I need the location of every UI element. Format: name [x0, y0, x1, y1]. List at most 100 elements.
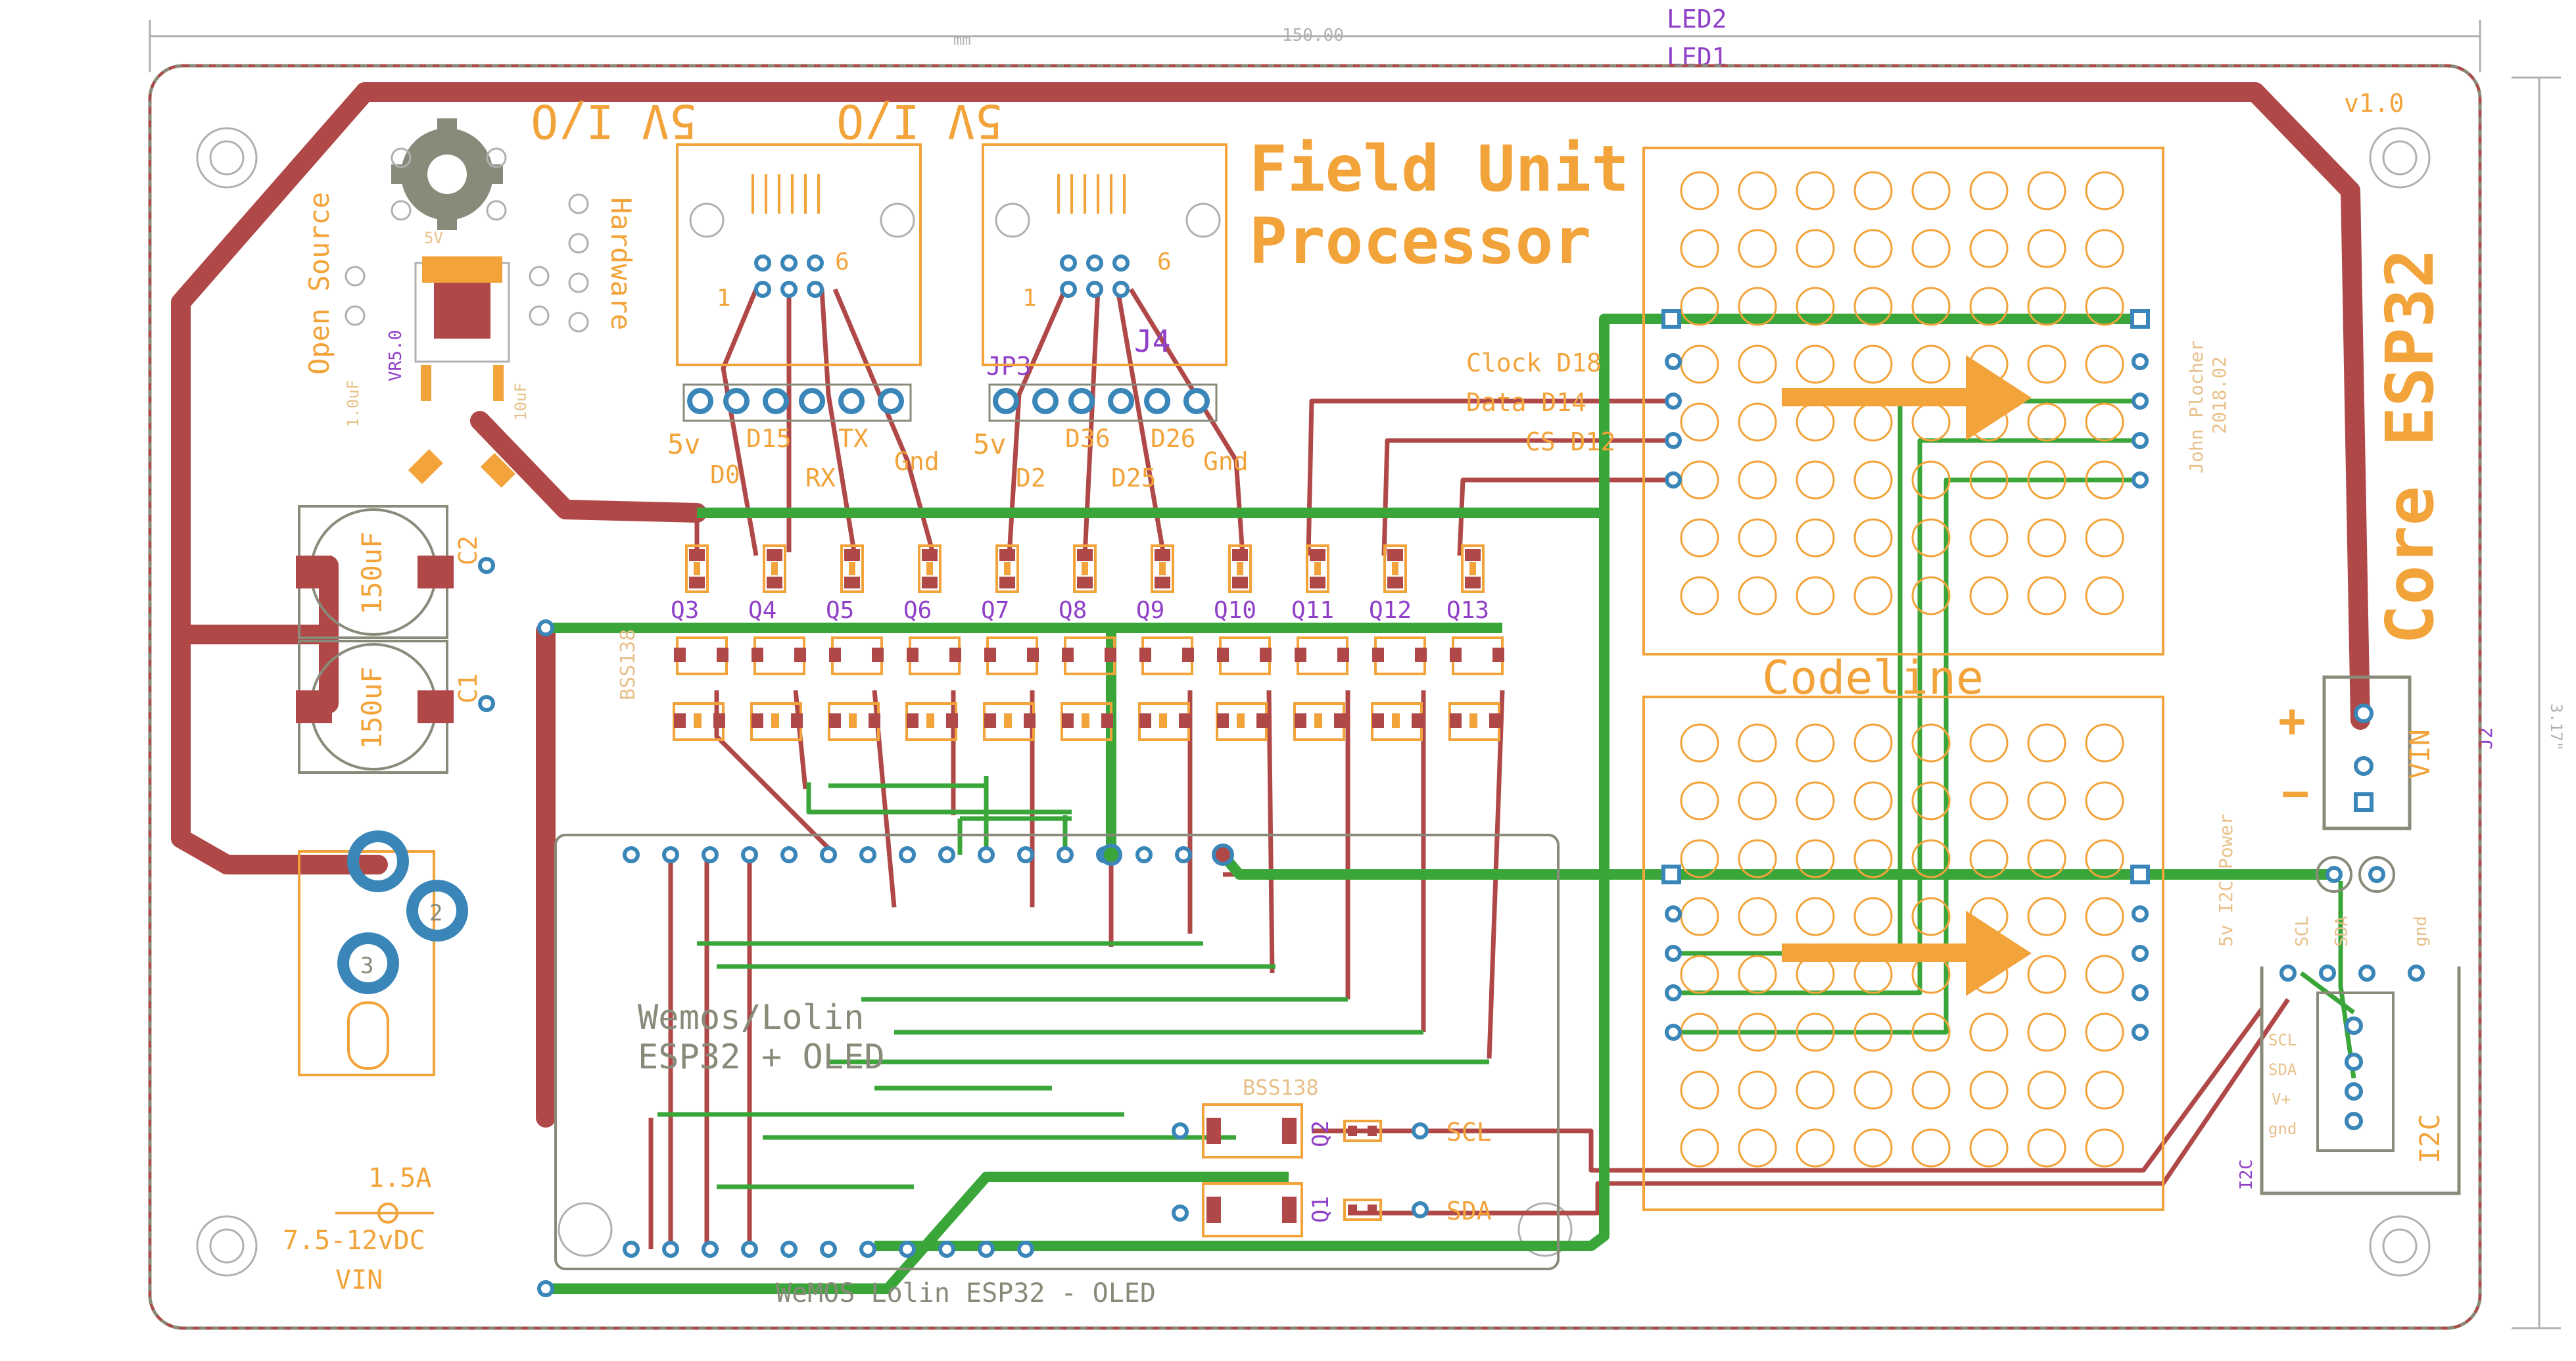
- esp32-module-pins: [623, 844, 1234, 1258]
- led-dot: [1796, 723, 1835, 763]
- led-dot: [1680, 402, 1719, 442]
- led-dot: [1796, 897, 1835, 936]
- i2c-fet-q1-label: Q1: [1308, 1196, 1334, 1223]
- module-pin: [1135, 846, 1153, 863]
- led-dot: [2085, 576, 2124, 615]
- led-dot: [1969, 839, 2009, 878]
- codeline-label: Codeline: [1762, 651, 1984, 705]
- bus-data: Data D14: [1466, 388, 1586, 417]
- fet-stage: Q13: [1446, 544, 1504, 741]
- module-pin: [662, 846, 679, 863]
- fet-label: Q9: [1136, 597, 1164, 624]
- i2c-pin-gnd: gnd: [2268, 1120, 2297, 1138]
- led-dot: [1853, 460, 1893, 500]
- led-dot: [2027, 287, 2066, 326]
- led-dot: [1853, 1128, 1893, 1168]
- led-dot: [1911, 839, 1951, 878]
- barrel-current: 1.5A: [368, 1163, 431, 1193]
- led-dot: [2027, 402, 2066, 442]
- fet-stage: Q9: [1136, 544, 1194, 741]
- led-dot: [1911, 402, 1951, 442]
- fet-stage: Q7: [981, 544, 1039, 741]
- led-dot: [1796, 402, 1835, 442]
- j4-pin-d26: D26: [1151, 424, 1196, 453]
- led-dot: [1853, 839, 1893, 878]
- led-dot: [2085, 1070, 2124, 1110]
- fet-label: Q8: [1059, 597, 1087, 624]
- oshw-right-label: Hardware: [605, 197, 637, 330]
- jp3-pin-5v: 5v: [667, 428, 701, 460]
- module-pin: [859, 846, 876, 863]
- led-dot: [1738, 1070, 1777, 1110]
- i2c-ref: I2C: [2237, 1159, 2256, 1190]
- cap-c1-pad-right: [417, 690, 454, 723]
- regulator: [408, 256, 515, 488]
- module-pin: [780, 1241, 798, 1258]
- led-dot: [1738, 781, 1777, 821]
- led-dot: [1796, 1128, 1835, 1168]
- j4-pin-5v: 5v: [973, 428, 1007, 460]
- fet-label: Q5: [826, 597, 854, 624]
- led-dot: [1911, 1013, 1951, 1052]
- led-dot: [1680, 1070, 1719, 1110]
- led-dot: [2027, 345, 2066, 384]
- barrel-pin2: 2: [429, 900, 442, 926]
- jp3-pin6: 6: [835, 249, 849, 275]
- led-dot: [2085, 287, 2124, 326]
- led-dot: [2027, 518, 2066, 558]
- led-dot: [2085, 955, 2124, 994]
- module-pin: [1017, 1241, 1034, 1258]
- led-dot: [2085, 1013, 2124, 1052]
- module-line1: Wemos/Lolin: [638, 998, 864, 1038]
- module-pin: [702, 1241, 719, 1258]
- i2c-label: I2C: [2414, 1114, 2446, 1164]
- led-dot: [2027, 460, 2066, 500]
- j4-pin-gnd: Gnd: [1203, 447, 1249, 476]
- led-dot: [1911, 287, 1951, 326]
- j2-label: J2: [2475, 727, 2496, 750]
- barrel-polarity-icon: [335, 1203, 434, 1224]
- led-dot: [1680, 955, 1719, 994]
- led-dot: [1911, 576, 1951, 615]
- led-dot: [1680, 723, 1719, 763]
- vin-minus: −: [2281, 766, 2309, 820]
- fet-stage: Q10: [1214, 544, 1272, 741]
- module-pin: [938, 1241, 955, 1258]
- led-dot: [1738, 839, 1777, 878]
- cap-c2-value: 150uF: [356, 532, 388, 615]
- led-dot: [1853, 518, 1893, 558]
- fet-part-label: BSS138: [617, 629, 640, 700]
- i2c-connector: [2260, 967, 2461, 1195]
- led-dot: [2027, 897, 2066, 936]
- led-dot: [2085, 723, 2124, 763]
- led-dot: [1738, 460, 1777, 500]
- led-dot: [2085, 897, 2124, 936]
- regulator-cap-right: 10uF: [512, 383, 530, 421]
- fet-label: Q3: [671, 597, 699, 624]
- led-dot: [1738, 723, 1777, 763]
- module-pin: [938, 846, 955, 863]
- led-dot: [1853, 781, 1893, 821]
- author: John Plocher: [2185, 341, 2207, 473]
- module-pin: [662, 1241, 679, 1258]
- jp3-title: 5V I/O: [531, 94, 697, 148]
- fet-stage: Q11: [1291, 544, 1349, 741]
- led-dot: [1969, 171, 2009, 210]
- fet-label: Q4: [748, 597, 776, 624]
- board-version: v1.0: [2344, 89, 2404, 118]
- led-dot: [2085, 781, 2124, 821]
- led-dot: [2085, 460, 2124, 500]
- cap-c2-pad-right: [417, 556, 454, 588]
- i2c-pin-sda: SDA: [2268, 1061, 2297, 1079]
- led-dot: [2085, 518, 2124, 558]
- led-dot: [1738, 897, 1777, 936]
- module-pin: [1057, 846, 1074, 863]
- power-header-gnd: gnd: [2411, 916, 2431, 947]
- cap-c2-ref: C2: [454, 535, 483, 565]
- i2c-fet-q2-label: Q2: [1308, 1120, 1334, 1147]
- led-dot: [1911, 345, 1951, 384]
- cap-c2-pad-left: [296, 556, 332, 588]
- led-dot: [1911, 460, 1951, 500]
- cap-c1-pad-left: [296, 690, 332, 723]
